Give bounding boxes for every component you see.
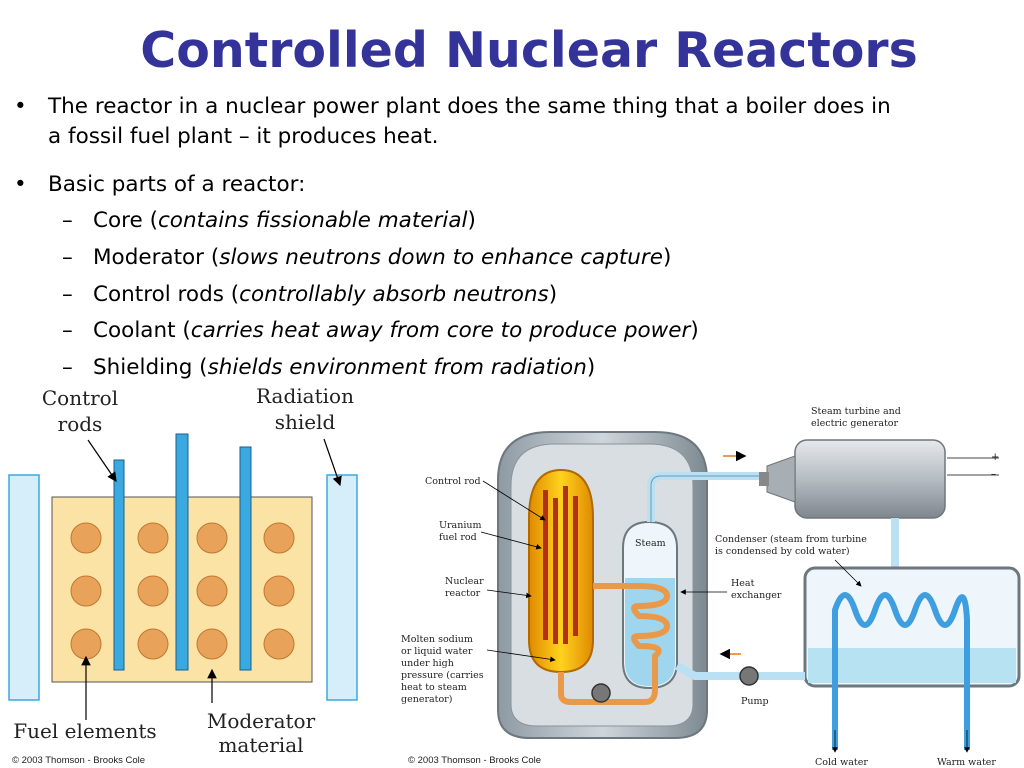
label-pump: Pump xyxy=(741,696,769,707)
copyright-right: © 2003 Thomson - Brooks Cole xyxy=(408,755,542,766)
label-heat-exchanger: exchanger xyxy=(731,590,782,601)
label-cold-water: Cold water xyxy=(815,757,868,768)
part-name: Control rods ( xyxy=(93,282,240,307)
label-nuclear-reactor: reactor xyxy=(445,588,481,599)
label-heat-exchanger: Heat xyxy=(731,578,755,589)
primary-pump-icon xyxy=(591,683,611,703)
nuclear-reactor-core xyxy=(528,468,594,674)
bullet-line: Basic parts of a reactor: xyxy=(48,172,306,197)
part-name: Core ( xyxy=(93,208,158,233)
bullet-line: The reactor in a nuclear power plant doe… xyxy=(48,94,891,119)
radiation-shield-right xyxy=(326,474,358,701)
label-steam: Steam xyxy=(635,538,666,549)
part-desc: shields environment from radiation xyxy=(207,355,587,380)
label-moderator: material xyxy=(218,733,303,757)
label-molten: Molten sodium xyxy=(401,634,473,645)
label-uranium: fuel rod xyxy=(439,532,477,543)
uranium-fuel-rods xyxy=(543,486,578,644)
generator-plus: + xyxy=(991,452,999,463)
part-desc: slows neutrons down to enhance capture xyxy=(219,245,663,270)
part-name: Moderator ( xyxy=(93,245,220,270)
label-condenser: is condensed by cold water) xyxy=(715,546,850,557)
label-control-rods: rods xyxy=(58,412,103,436)
label-molten: under high xyxy=(401,658,454,669)
label-radiation-shield: shield xyxy=(275,410,336,434)
power-plant-diagram: + – Control rod Uranium fuel rod Nuclear… xyxy=(401,406,1021,768)
part-close: ) xyxy=(586,355,596,380)
part-name: Shielding ( xyxy=(93,355,208,380)
heat-exchanger-coil xyxy=(593,583,671,690)
control-rods xyxy=(113,433,252,671)
label-molten: heat to steam xyxy=(401,682,467,693)
radiation-shield-left xyxy=(8,474,40,701)
part-desc: controllably absorb neutrons xyxy=(239,282,549,307)
bullet-line: a fossil fuel plant – it produces heat. xyxy=(48,124,439,149)
fuel-elements xyxy=(70,522,295,660)
reactor-core-diagram: Control rods Radiation shield Fuel eleme… xyxy=(8,385,358,757)
condenser-coil xyxy=(832,592,970,750)
part-close: ) xyxy=(662,245,672,270)
steam-turbine xyxy=(794,439,946,519)
copyright-left: © 2003 Thomson - Brooks Cole xyxy=(12,755,146,766)
label-uranium: Uranium xyxy=(439,520,482,531)
part-close: ) xyxy=(690,318,699,343)
label-molten: pressure (carries xyxy=(401,670,484,681)
page-title: Controlled Nuclear Reactors xyxy=(140,22,918,79)
generator-minus: – xyxy=(991,469,996,480)
label-nuclear-reactor: Nuclear xyxy=(445,576,484,587)
pump-icon xyxy=(739,666,759,686)
part-close: ) xyxy=(467,208,476,233)
label-warm-water: Warm water xyxy=(937,757,996,768)
label-condenser: Condenser (steam from turbine xyxy=(715,534,867,545)
part-close: ) xyxy=(548,282,558,307)
label-moderator: Moderator xyxy=(207,709,316,733)
label-molten: or liquid water xyxy=(401,646,473,657)
part-name: Coolant ( xyxy=(93,318,191,343)
label-turbine: Steam turbine and xyxy=(811,406,901,417)
label-control-rods: Control xyxy=(42,386,118,410)
label-fuel-elements: Fuel elements xyxy=(13,719,156,743)
part-desc: carries heat away from core to produce p… xyxy=(190,318,691,343)
part-desc: contains fissionable material xyxy=(157,208,468,233)
label-molten: generator) xyxy=(401,694,452,705)
label-control-rod: Control rod xyxy=(425,476,481,487)
label-radiation-shield: Radiation xyxy=(256,385,354,408)
label-turbine: electric generator xyxy=(811,418,899,429)
